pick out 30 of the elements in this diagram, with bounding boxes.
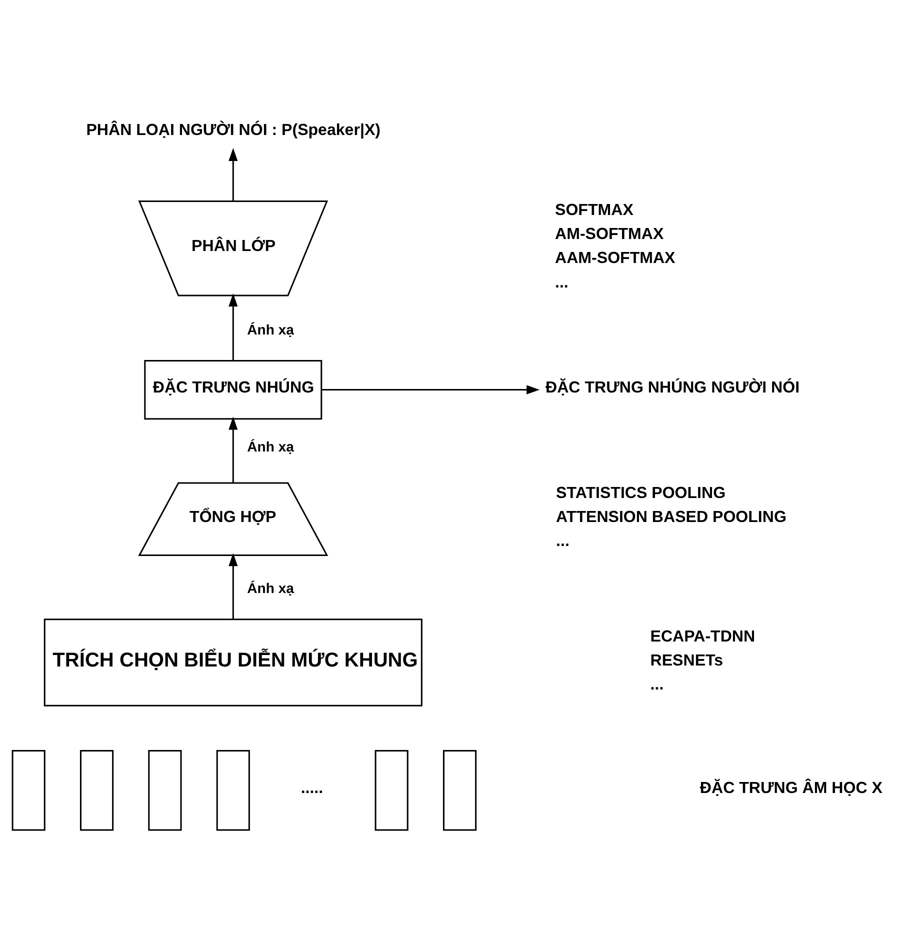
node-box: TRÍCH CHỌN BIỂU DIỄN MỨC KHUNG xyxy=(44,618,422,706)
edge-label: Ánh xạ xyxy=(247,438,294,455)
arrow xyxy=(228,293,238,361)
node-text: PHÂN LOẠI NGƯỜI NÓI : P(Speaker|X) xyxy=(86,120,380,139)
node-box xyxy=(80,750,114,831)
label: STATISTICS POOLING xyxy=(556,484,726,502)
arrow xyxy=(228,553,238,620)
label: AAM-SOFTMAX xyxy=(555,249,676,268)
label: SOFTMAX xyxy=(555,201,634,220)
node-box xyxy=(442,750,477,831)
edge-label: Ánh xạ xyxy=(247,580,294,596)
label: AM-SOFTMAX xyxy=(555,225,664,244)
label: RESNETs xyxy=(650,651,724,670)
node-box xyxy=(148,750,182,831)
arrow xyxy=(228,416,238,483)
node-text: ĐẶC TRƯNG NHÚNG NGƯỜI NÓI xyxy=(546,378,800,397)
edge-label: Ánh xạ xyxy=(247,321,294,338)
arrow xyxy=(322,385,540,394)
node-box xyxy=(12,750,46,831)
label: ..... xyxy=(300,779,324,798)
label: ... xyxy=(556,532,570,550)
label: ĐẶC TRƯNG ÂM HỌC X xyxy=(700,779,882,798)
label: ... xyxy=(650,675,664,694)
label: ECAPA-TDNN xyxy=(650,627,756,646)
label: ... xyxy=(555,273,568,292)
arrow xyxy=(228,148,238,202)
node-box: ĐẶC TRƯNG NHÚNG xyxy=(144,360,322,420)
label: ATTENSION BASED POOLING xyxy=(556,508,786,526)
node-box xyxy=(374,750,408,831)
node-box xyxy=(216,750,250,831)
